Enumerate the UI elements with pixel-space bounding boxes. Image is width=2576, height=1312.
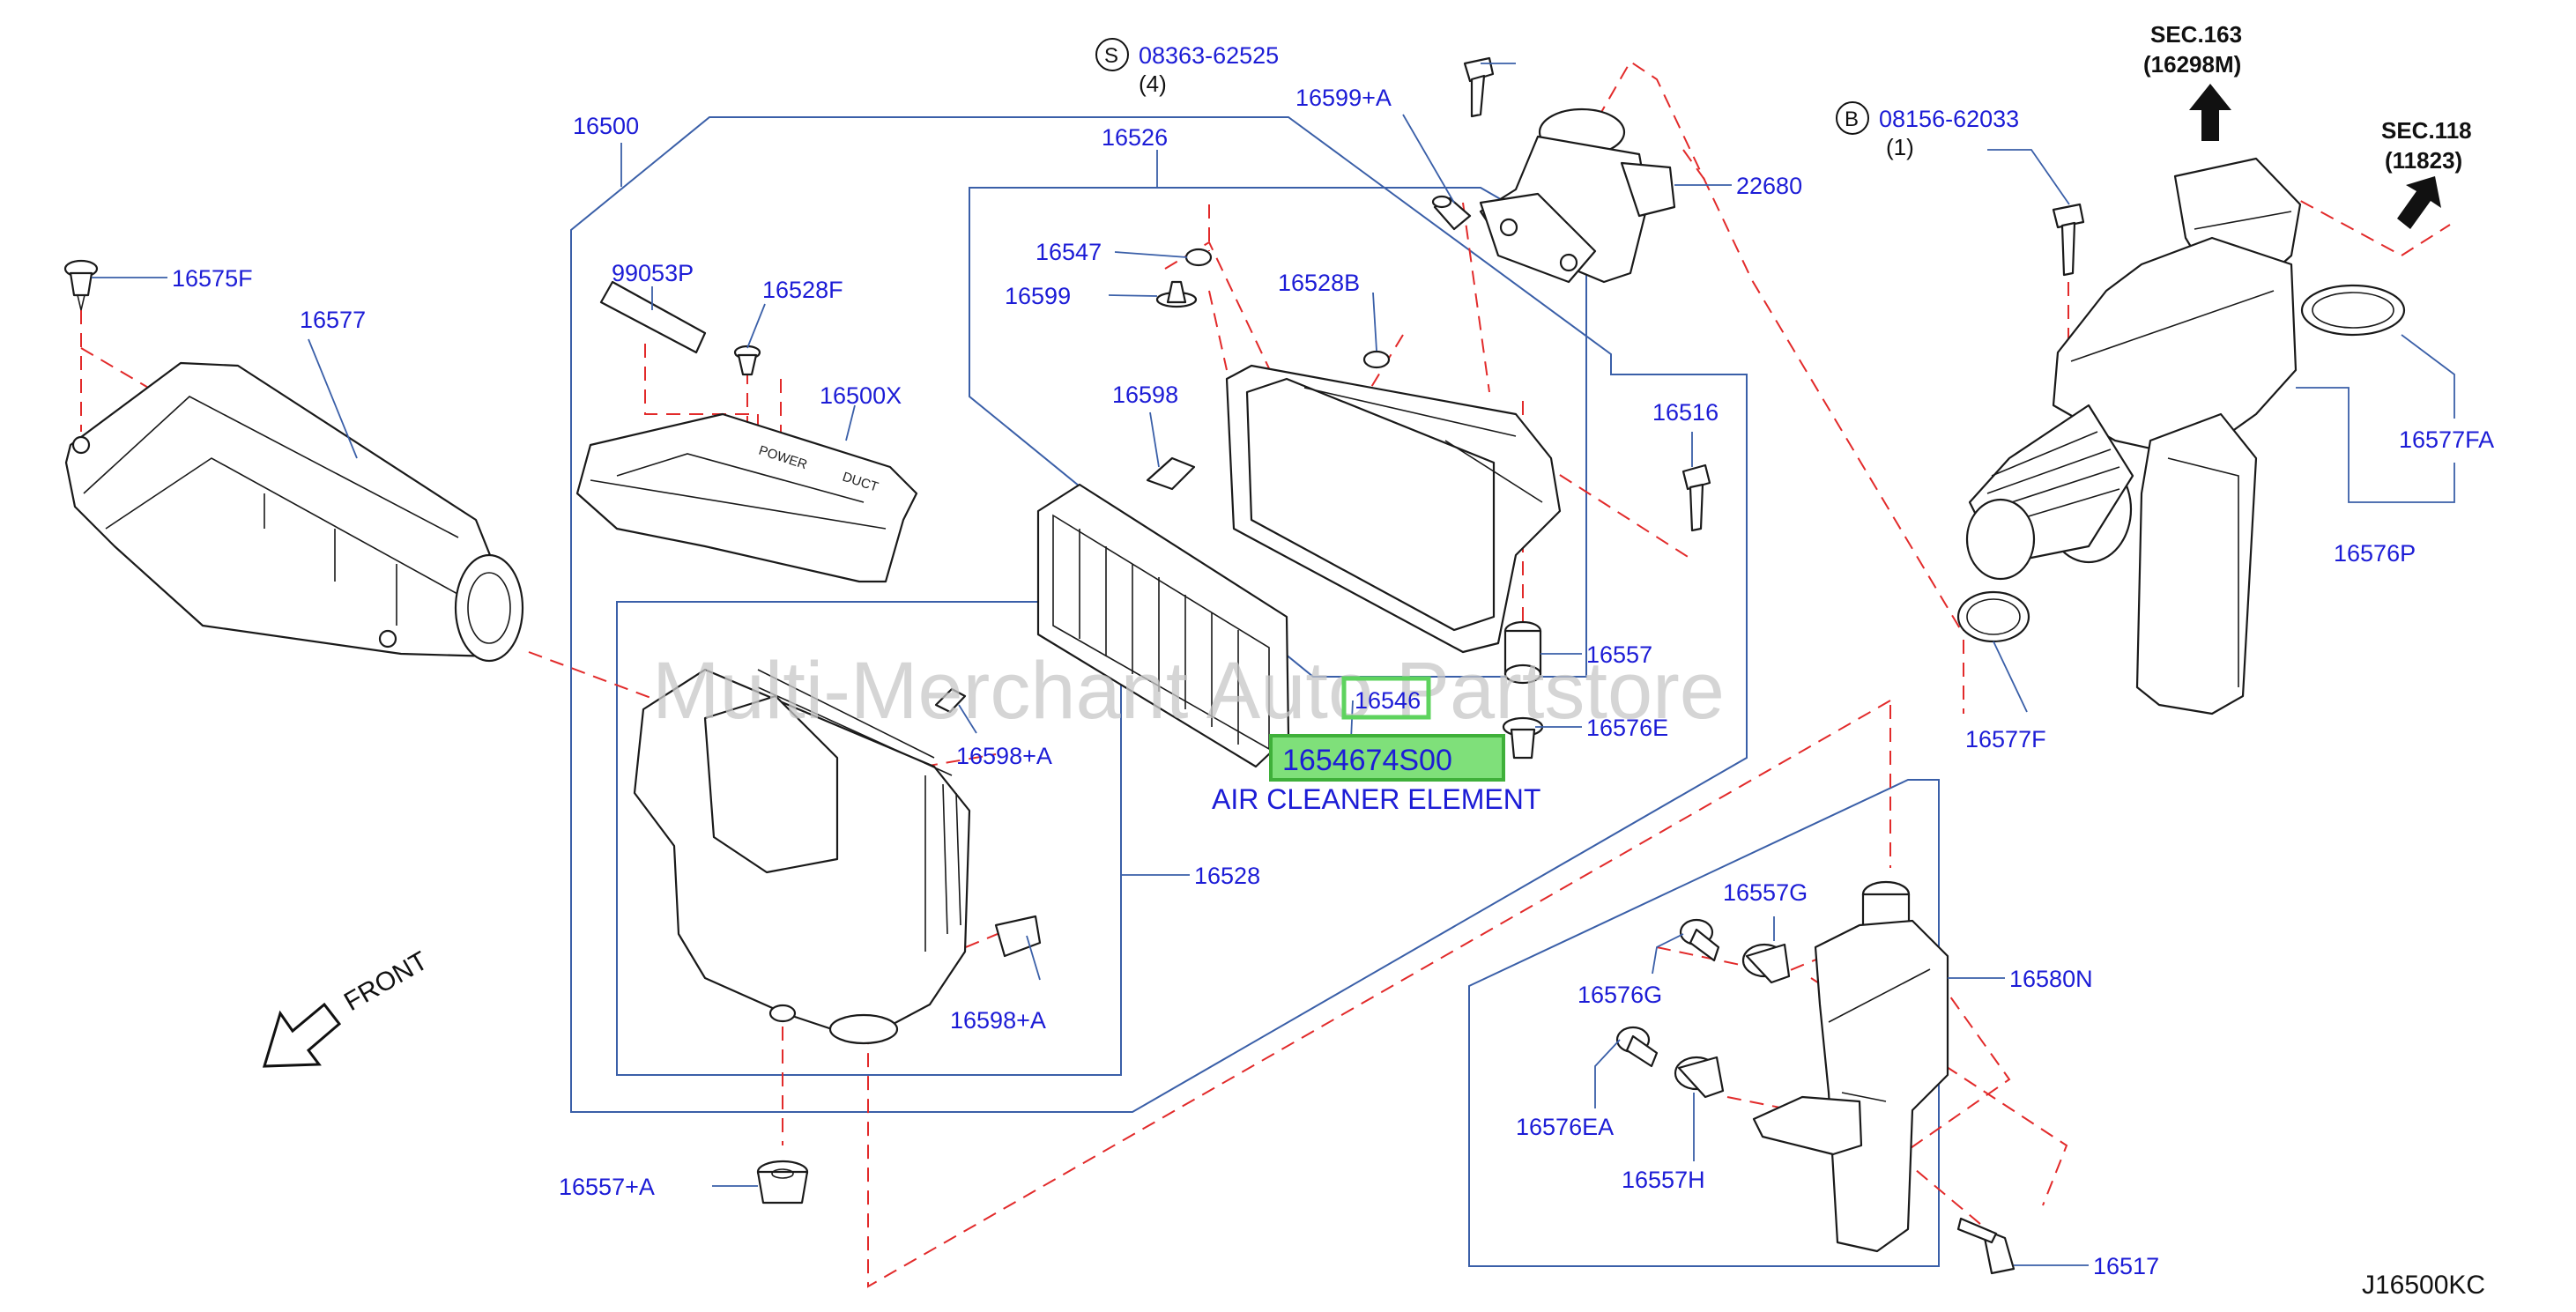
callout-16528[interactable]: 16528 — [1194, 863, 1260, 889]
callout-16575F[interactable]: 16575F — [172, 265, 253, 292]
highlight-part-number-box[interactable] — [1269, 734, 1505, 782]
callout-16500X[interactable]: 16500X — [820, 382, 902, 409]
front-label: FRONT — [339, 946, 433, 1017]
callout-16577FA[interactable]: 16577FA — [2399, 426, 2494, 453]
callout-16576G[interactable]: 16576G — [1578, 982, 1662, 1008]
clamp-16577FA-drawing — [2300, 284, 2406, 337]
washer-16528B-drawing — [1362, 350, 1391, 369]
air-flow-sensor-22680-drawing — [1479, 107, 1676, 284]
grommet-16557-drawing — [1503, 620, 1542, 685]
highlight-16546-box — [1341, 676, 1431, 720]
callout-16599[interactable]: 16599 — [1005, 283, 1071, 309]
washer-16547-drawing — [1184, 248, 1213, 267]
clip-16528F-drawing — [733, 345, 761, 376]
assembly-frame-16500 — [570, 116, 1748, 1113]
callout-16517[interactable]: 16517 — [2093, 1253, 2159, 1279]
clip-16598-drawing — [1146, 456, 1196, 491]
callout-16598[interactable]: 16598 — [1112, 382, 1178, 408]
assembly-frame-16528 — [616, 601, 1122, 1076]
callout-16547[interactable]: 16547 — [1036, 239, 1102, 265]
callout-16599A[interactable]: 16599+A — [1295, 85, 1392, 111]
bolt-16516-drawing — [1681, 463, 1711, 532]
bolt-08363-drawing — [1463, 56, 1495, 118]
clip-16575F-drawing — [63, 259, 99, 311]
symbol-s-qty: (4) — [1139, 70, 1167, 97]
highlight-part-number[interactable]: 1654674S00 — [1282, 744, 1452, 777]
symbol-s-number[interactable]: 08363-62525 — [1139, 42, 1279, 69]
callout-99053P[interactable]: 99053P — [612, 260, 694, 286]
symbol-b-number[interactable]: 08156-62033 — [1879, 106, 2019, 132]
collar-16576E-drawing — [1502, 716, 1544, 760]
section-ref-163[interactable]: SEC.163 — [2150, 21, 2242, 48]
grommet-16557G-drawing — [1741, 943, 1791, 984]
clip-16598A-lower-drawing — [994, 915, 1042, 958]
resonator-duct-16576P-drawing — [2052, 157, 2302, 715]
callout-16576EA[interactable]: 16576EA — [1516, 1114, 1614, 1140]
callout-16528B[interactable]: 16528B — [1278, 270, 1360, 296]
air-cleaner-cover-16526-drawing — [1225, 364, 1562, 654]
bellows-hose-drawing — [1965, 404, 2134, 581]
callout-16526[interactable]: 16526 — [1102, 124, 1168, 151]
collar-16576G-drawing — [1679, 918, 1720, 962]
watermark: Multi-Merchant Auto Partstore — [652, 646, 1725, 736]
power-duct-16500X-drawing: POWER DUCT — [575, 412, 918, 583]
label-99053P-drawing — [599, 280, 707, 354]
symbol-part-b[interactable]: B 08156-62033 (1) — [1836, 101, 2019, 160]
callout-16557A[interactable]: 16557+A — [559, 1174, 655, 1200]
assembly-frame-16526 — [969, 187, 1587, 678]
clip-16598A-upper-drawing — [934, 687, 967, 714]
resonator-16580N-drawing — [1752, 880, 1949, 1253]
callout-16576P[interactable]: 16576P — [2334, 540, 2416, 567]
section-ref-163-code: (16298M) — [2143, 51, 2241, 78]
pin-16599A-drawing — [1431, 195, 1472, 231]
diagram-code: J16500KC — [2362, 1271, 2485, 1300]
callout-16577F[interactable]: 16577F — [1965, 726, 2046, 752]
arrow-up-right-icon — [2397, 176, 2441, 229]
callout-16516[interactable]: 16516 — [1652, 399, 1719, 426]
air-cleaner-body-16528-drawing — [633, 668, 971, 1045]
callout-16580N[interactable]: 16580N — [2009, 966, 2093, 992]
callout-16557G[interactable]: 16557G — [1723, 879, 1808, 906]
inlet-duct-16577-drawing — [64, 361, 524, 663]
callout-16598A-lower[interactable]: 16598+A — [950, 1007, 1046, 1034]
callout-16557[interactable]: 16557 — [1586, 641, 1652, 668]
bolt-08156-drawing — [2052, 203, 2085, 277]
callout-16546[interactable]: 16546 — [1355, 687, 1421, 714]
bolt-16517-drawing — [1956, 1217, 2016, 1275]
callout-16598A-upper[interactable]: 16598+A — [956, 743, 1052, 769]
symbol-part-s[interactable]: S 08363-62525 (4) — [1095, 38, 1279, 97]
symbol-b-qty: (1) — [1886, 134, 1914, 160]
collar-16576EA-drawing — [1615, 1026, 1659, 1068]
callout-16528F[interactable]: 16528F — [762, 277, 843, 303]
symbol-s-icon — [1095, 38, 1129, 71]
grommet-16557A-drawing — [756, 1160, 809, 1205]
callout-16500[interactable]: 16500 — [573, 113, 639, 139]
callout-16557H[interactable]: 16557H — [1622, 1167, 1705, 1193]
symbol-b-icon — [1836, 101, 1869, 135]
clamp-16577F-drawing — [1956, 590, 2030, 643]
arrow-up-icon — [2189, 84, 2231, 141]
callout-16576E[interactable]: 16576E — [1586, 715, 1668, 741]
callout-16577[interactable]: 16577 — [300, 307, 366, 333]
front-arrow-icon — [262, 1002, 342, 1068]
section-ref-118[interactable]: SEC.118 — [2381, 117, 2472, 144]
section-ref-118-code: (11823) — [2385, 147, 2462, 174]
symbol-b-letter: B — [1845, 107, 1859, 131]
grommet-16557H-drawing — [1674, 1056, 1725, 1099]
symbol-s-letter: S — [1104, 44, 1118, 68]
highlight-description: AIR CLEANER ELEMENT — [1212, 783, 1540, 815]
callout-22680[interactable]: 22680 — [1736, 173, 1802, 199]
bolt-16599-drawing — [1155, 280, 1198, 308]
